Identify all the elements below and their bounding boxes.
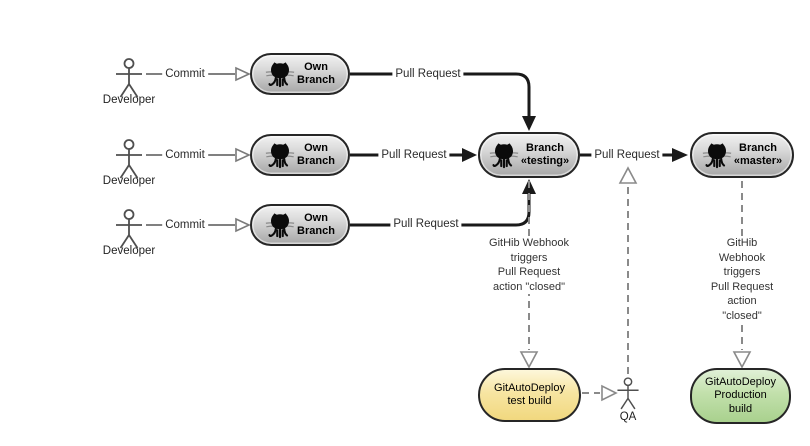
node-line: «testing» — [520, 155, 570, 167]
open-arrowhead-icon — [732, 351, 752, 369]
open-arrowhead-icon — [235, 147, 251, 163]
developer-actor-1 — [115, 58, 143, 98]
octocat-icon — [265, 212, 295, 239]
pull-request-label-1: Pull Request — [392, 68, 464, 80]
node-line: Branch — [297, 225, 335, 237]
node-line: GitAutoDeploy — [494, 381, 565, 394]
octocat-icon — [265, 61, 295, 88]
own-branch-node-1: Own Branch — [250, 53, 350, 95]
octocat-icon — [702, 142, 732, 169]
open-arrowhead-icon — [235, 66, 251, 82]
deploy-test-build-node: GitAutoDeploy test build — [478, 368, 581, 422]
annotation-line: GitHib Webhook — [718, 237, 766, 264]
own-branch-node-2: Own Branch — [250, 134, 350, 176]
node-label: Own Branch — [297, 212, 335, 238]
edge-pull-request-1 — [350, 72, 536, 131]
annotation-line: action "closed" — [492, 280, 566, 293]
node-label: GitAutoDeploy test build — [494, 382, 565, 409]
webhook-annotation-testing: GitHib Webhook triggers Pull Request act… — [487, 236, 571, 294]
node-line: Production — [714, 389, 767, 402]
pull-request-label-2: Pull Request — [378, 149, 450, 161]
developer-label-3: Developer — [102, 245, 156, 257]
filled-arrowhead-icon — [522, 116, 536, 131]
node-line: «master» — [733, 155, 783, 167]
branch-master-node: Branch «master» — [690, 132, 794, 178]
webhook-annotation-master: GitHib Webhook triggers Pull Request act… — [708, 236, 776, 323]
node-label: GitAutoDeploy Production build — [705, 376, 776, 417]
node-label: Own Branch — [297, 142, 335, 168]
deploy-production-build-node: GitAutoDeploy Production build — [690, 368, 791, 424]
annotation-line: GitHib Webhook — [489, 237, 569, 249]
pull-request-label-3: Pull Request — [390, 218, 462, 230]
developer-label-1: Developer — [102, 94, 156, 106]
open-arrowhead-icon — [601, 384, 618, 402]
node-line: Branch — [739, 142, 777, 154]
node-line: build — [728, 402, 753, 415]
node-line: Branch — [297, 155, 335, 167]
annotation-line: action "closed" — [722, 295, 762, 322]
annotation-line: Pull Request — [710, 280, 774, 293]
node-line: Own — [304, 212, 328, 224]
developer-actor-3 — [115, 209, 143, 249]
pull-request-label-master: Pull Request — [591, 149, 663, 161]
annotation-line: triggers — [723, 266, 761, 278]
node-label: Branch «testing» — [521, 142, 569, 168]
node-line: test build — [507, 395, 552, 407]
node-line: Own — [304, 142, 328, 154]
node-label: Branch «master» — [734, 142, 782, 168]
own-branch-node-3: Own Branch — [250, 204, 350, 246]
octocat-icon — [265, 142, 295, 169]
annotation-line: Pull Request — [497, 266, 561, 278]
qa-label: QA — [619, 411, 637, 423]
edge-qa-approval — [618, 166, 638, 374]
commit-label-3: Commit — [162, 219, 208, 231]
developer-label-2: Developer — [102, 175, 156, 187]
open-arrowhead-icon — [618, 166, 638, 184]
node-label: Own Branch — [297, 61, 335, 87]
octocat-icon — [489, 142, 519, 169]
qa-actor — [616, 377, 640, 410]
commit-label-2: Commit — [162, 149, 208, 161]
node-line: Own — [304, 61, 328, 73]
filled-arrowhead-icon — [672, 148, 688, 162]
annotation-line: triggers — [510, 251, 548, 264]
developer-actor-2 — [115, 139, 143, 179]
node-line: GitAutoDeploy — [705, 375, 776, 388]
edge-testbuild-to-qa — [582, 384, 618, 402]
node-line: Branch — [526, 142, 564, 154]
node-line: Branch — [297, 74, 335, 86]
filled-arrowhead-icon — [462, 148, 477, 162]
branch-testing-node: Branch «testing» — [478, 132, 580, 178]
open-arrowhead-icon — [235, 217, 251, 233]
open-arrowhead-icon — [519, 351, 539, 369]
commit-label-1: Commit — [162, 68, 208, 80]
